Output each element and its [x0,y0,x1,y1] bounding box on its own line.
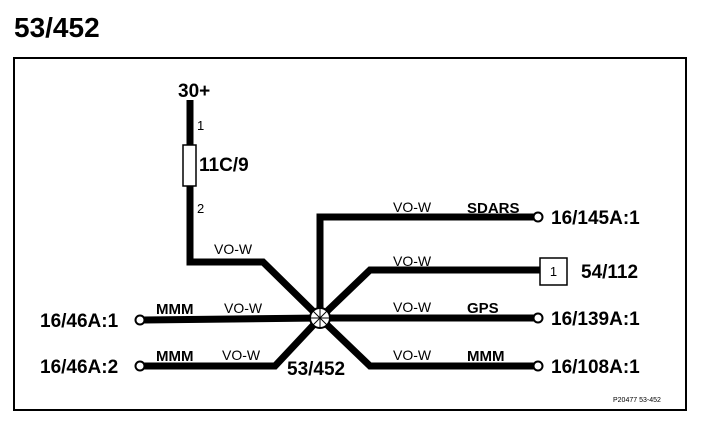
wire-color-left-1: VO-W [224,300,263,316]
wire-54-112 [317,266,540,321]
terminal-16-46a-1 [134,314,146,326]
page-title: 53/452 [14,12,100,43]
power-label: 30+ [178,81,210,102]
wire-mmm-right [317,315,534,370]
endpoint-16-139a-1: 16/139A:1 [551,309,640,330]
wire-color-left-2: VO-W [222,347,261,363]
wire-power-to-splice [186,186,323,321]
wire-sdars [316,213,534,318]
connector-box-54-112 [539,257,568,286]
circuit-mmm-left-2: MMM [156,348,194,365]
wire-color-mmm-right: VO-W [393,347,432,363]
terminal-16-145a-1 [532,211,544,223]
terminal-16-46a-2 [134,360,146,372]
circuit-mmm-right: MMM [467,348,505,365]
wire-16-46a-2 [144,315,323,370]
connector-pin-label: 1 [550,264,557,279]
terminal-16-108a-1 [532,360,544,372]
diagram-frame [13,57,687,411]
endpoint-16-46a-1: 16/46A:1 [40,311,119,332]
fuse-pin-top: 1 [197,118,204,133]
endpoint-16-46a-2: 16/46A:2 [40,357,118,378]
splice-symbol [309,307,331,329]
endpoint-16-108a-1: 16/108A:1 [551,357,640,378]
wire-color-sdars: VO-W [393,199,432,215]
endpoint-54-112: 54/112 [581,262,638,283]
splice-label: 53/452 [287,359,345,380]
fuse-label: 11C/9 [199,155,249,176]
terminal-16-139a-1 [532,312,544,324]
circuit-gps: GPS [467,300,499,317]
figure-reference: P20477 53-452 [613,397,661,404]
fuse-pin-bottom: 2 [197,201,204,216]
circuit-mmm-left-1: MMM [156,301,194,318]
endpoint-16-145a-1: 16/145A:1 [551,208,640,229]
circuit-sdars: SDARS [467,200,520,217]
wire-color-54-112: VO-W [393,253,432,269]
wire-16-46a-1 [143,314,321,324]
wire-color-gps: VO-W [393,299,432,315]
wire-color-power: VO-W [214,241,253,257]
fuse-symbol [182,144,197,187]
